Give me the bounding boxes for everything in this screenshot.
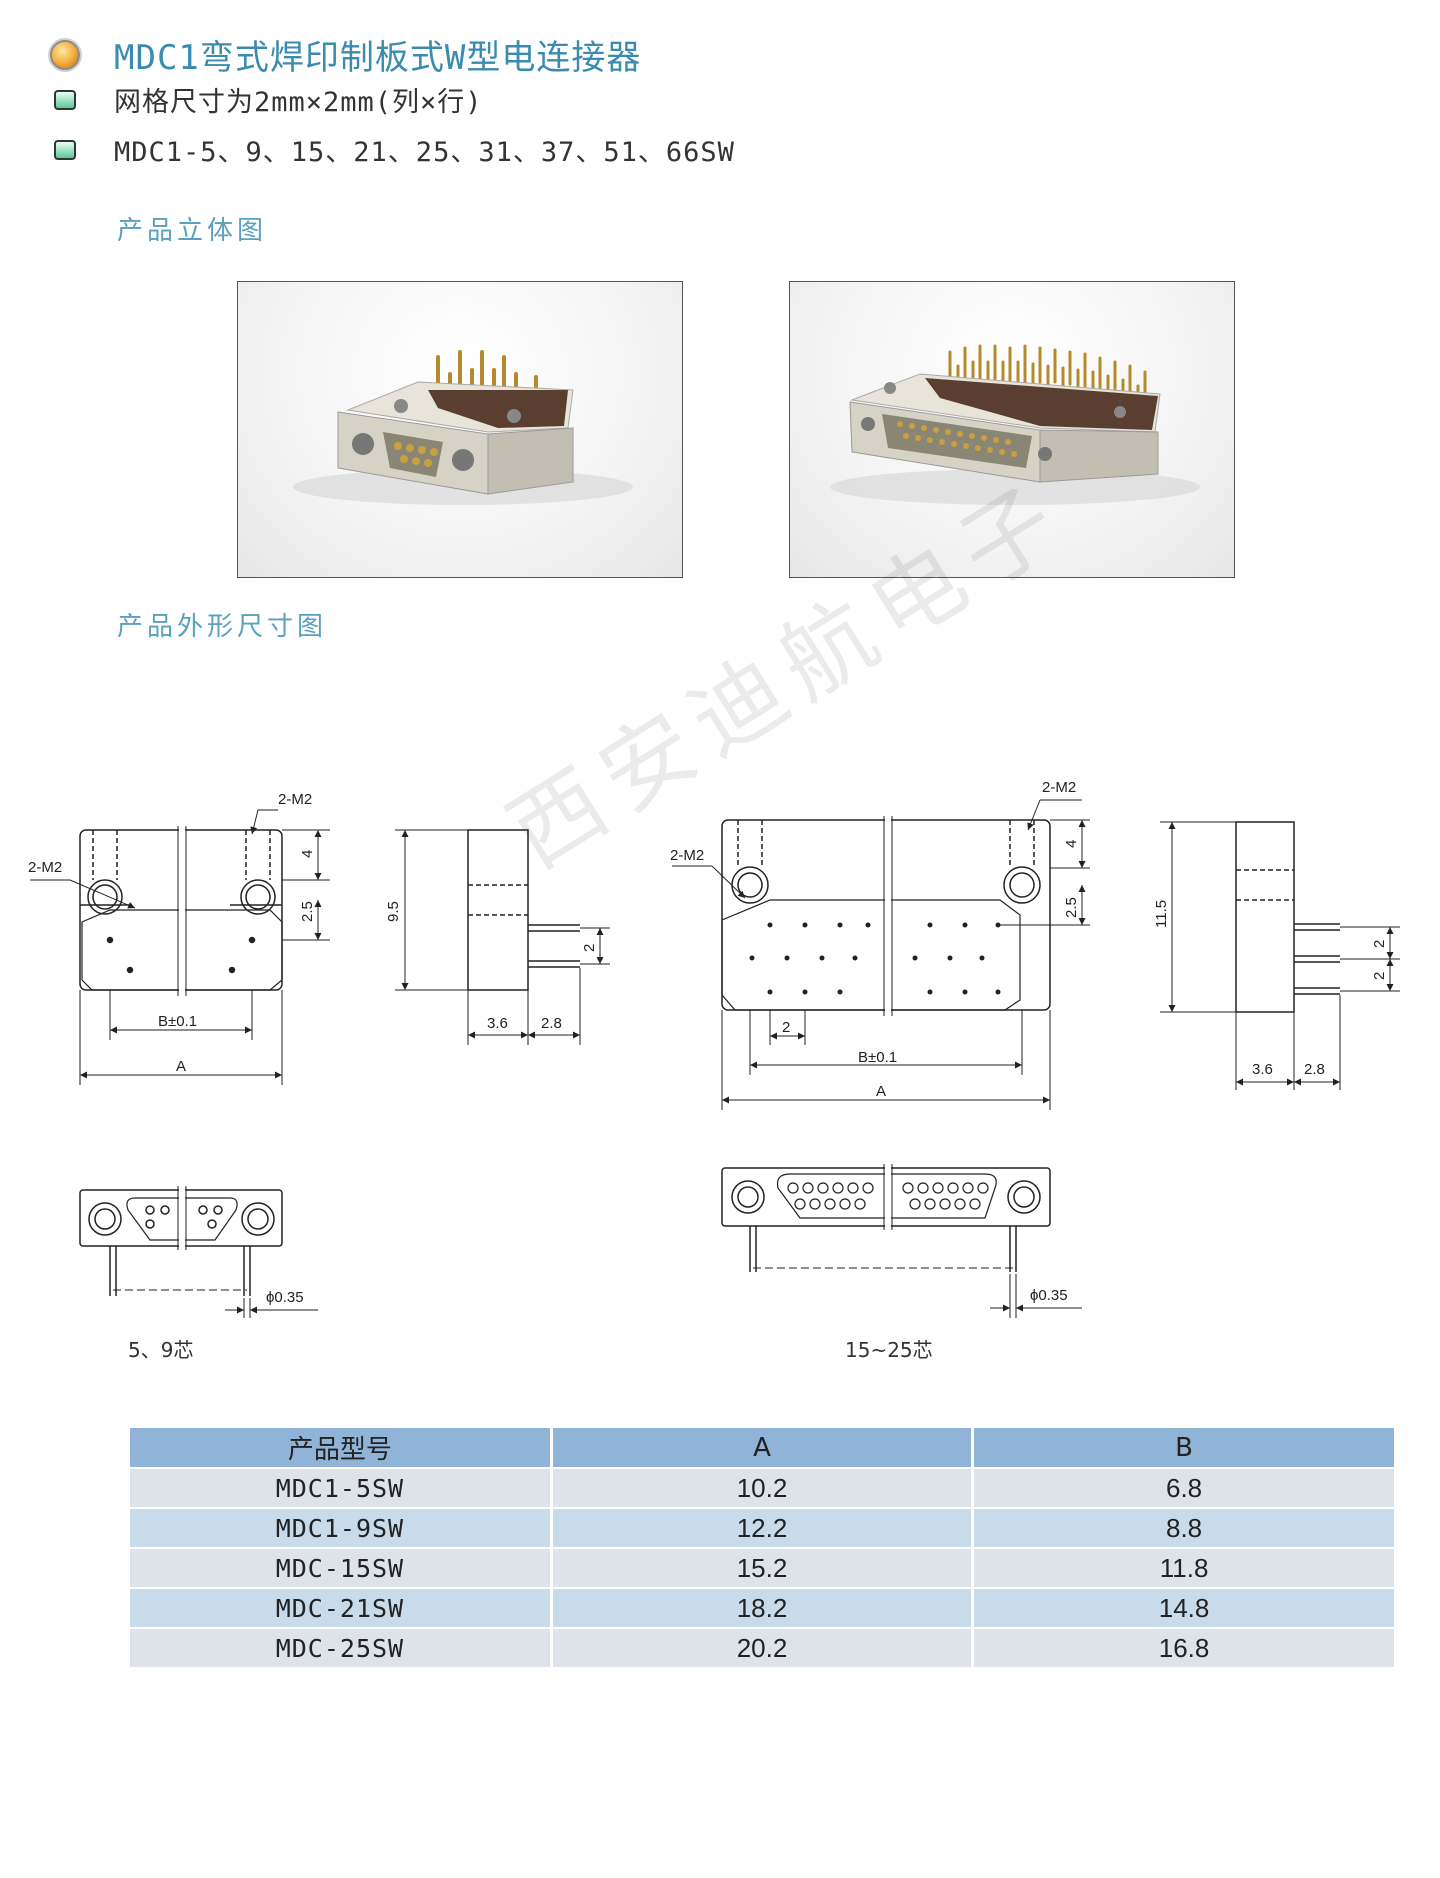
cell-b: 6.8	[972, 1468, 1394, 1509]
header-model: 产品型号	[130, 1428, 553, 1469]
header-a: A	[551, 1428, 975, 1469]
cell-model: MDC-25SW	[130, 1628, 553, 1669]
cell-b: 16.8	[972, 1628, 1394, 1669]
cell-a: 20.2	[551, 1628, 975, 1669]
small-bottom-view	[79, 1186, 318, 1318]
label-2m2-large-left: 2-M2	[670, 847, 704, 864]
cell-b: 8.8	[972, 1508, 1394, 1549]
table-row: MDC1-9SW 12.2 8.8	[130, 1508, 1394, 1549]
cell-b: 11.8	[972, 1548, 1394, 1589]
label-2-large-lower: 2	[1371, 972, 1388, 980]
label-2-small-side: 2	[581, 944, 598, 952]
table-row: MDC-15SW 15.2 11.8	[130, 1548, 1394, 1589]
cell-b: 14.8	[972, 1588, 1394, 1629]
cell-a: 18.2	[551, 1588, 975, 1629]
green-bullet-icon	[54, 139, 76, 160]
label-3-6-small: 3.6	[487, 1015, 508, 1032]
label-2-8-large: 2.8	[1304, 1061, 1325, 1078]
product-photo-large	[789, 281, 1235, 578]
cell-a: 12.2	[551, 1508, 975, 1549]
cell-a: 10.2	[551, 1468, 975, 1509]
label-phi-small: ϕ0.35	[266, 1289, 304, 1306]
small-front-view	[30, 809, 330, 1085]
label-4-small: 4	[299, 850, 316, 858]
model-list-row: MDC1-5、9、15、21、25、31、37、51、66SW	[50, 130, 735, 169]
table-row: MDC-21SW 18.2 14.8	[130, 1588, 1394, 1629]
model-list-text: MDC1-5、9、15、21、25、31、37、51、66SW	[114, 137, 735, 168]
label-2-large-upper: 2	[1371, 940, 1388, 948]
cell-a: 15.2	[551, 1548, 975, 1589]
dimension-drawings: 2-M2 2-M2 4 2.5 B±0.1 A 9.5 2 3.6 2.8 2-…	[28, 779, 1400, 1318]
grid-spec-row: 网格尺寸为2mm×2mm(列×行)	[50, 80, 483, 119]
caption-large: 15~25芯	[845, 1338, 933, 1362]
label-2-pitch: 2	[782, 1019, 790, 1036]
label-a-large: A	[876, 1083, 886, 1100]
label-b-large: B±0.1	[858, 1049, 897, 1066]
drawings-section-label: 产品外形尺寸图	[117, 612, 328, 642]
table-row: MDC-25SW 20.2 16.8	[130, 1628, 1394, 1669]
label-2m2-small-left: 2-M2	[28, 859, 62, 876]
label-2-5-large: 2.5	[1063, 897, 1080, 918]
connector-small-illustration	[293, 350, 633, 505]
cell-model: MDC-15SW	[130, 1548, 553, 1589]
orange-bullet-icon	[50, 39, 80, 70]
label-2m2-small-top: 2-M2	[278, 791, 312, 808]
label-2m2-large-top: 2-M2	[1042, 779, 1076, 796]
grid-spec-text: 网格尺寸为2mm×2mm(列×行)	[114, 87, 483, 118]
label-11-5: 11.5	[1153, 900, 1170, 928]
label-2-8-small: 2.8	[541, 1015, 562, 1032]
label-4-large: 4	[1063, 840, 1080, 848]
label-3-6-large: 3.6	[1252, 1061, 1273, 1078]
label-9-5: 9.5	[385, 901, 402, 922]
cell-model: MDC1-5SW	[130, 1468, 553, 1509]
label-b-small: B±0.1	[158, 1013, 197, 1030]
header-b: B	[972, 1428, 1394, 1469]
table-header-row: 产品型号 A B	[130, 1428, 1394, 1469]
large-bottom-view	[721, 1164, 1082, 1318]
label-a-small: A	[176, 1058, 186, 1075]
cell-model: MDC-21SW	[130, 1588, 553, 1629]
cell-model: MDC1-9SW	[130, 1508, 553, 1549]
table-row: MDC1-5SW 10.2 6.8	[130, 1468, 1394, 1509]
page-title: MDC1弯式焊印制板式W型电连接器	[114, 38, 642, 78]
small-side-view	[395, 829, 610, 1045]
connector-large-illustration	[830, 344, 1200, 505]
dimension-table: 产品型号 A B MDC1-5SW 10.2 6.8 MDC1-9SW 12.2…	[130, 1428, 1394, 1669]
photos-section-label: 产品立体图	[117, 216, 268, 246]
caption-small: 5、9芯	[128, 1338, 194, 1362]
product-photo-small	[237, 281, 683, 578]
label-phi-large: ϕ0.35	[1030, 1287, 1068, 1304]
large-side-view	[1160, 821, 1400, 1090]
title-row: MDC1弯式焊印制板式W型电连接器	[50, 30, 641, 79]
large-front-view	[672, 799, 1090, 1110]
label-2-5-small: 2.5	[299, 901, 316, 922]
green-bullet-icon	[54, 89, 76, 110]
